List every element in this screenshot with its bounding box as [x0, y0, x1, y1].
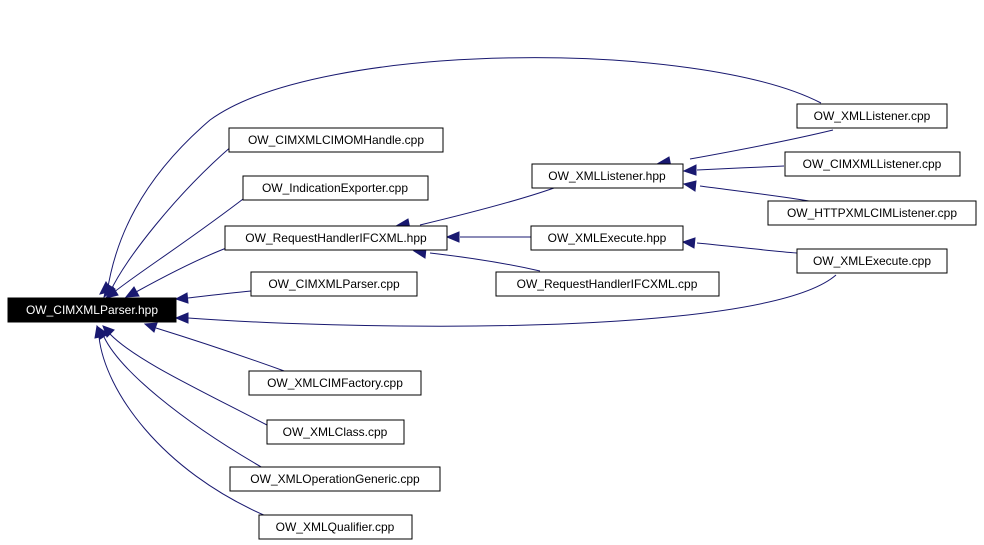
- edge-xmlclass-to-root: [102, 325, 268, 426]
- edge-httpxmlcimlistener-cpp-to-xmllistener-hpp: [682, 180, 810, 202]
- node-xmlqualifier-cpp[interactable]: OW_XMLQualifier.cpp: [258, 514, 413, 540]
- node-httpxmlcimlistener-cpp[interactable]: OW_HTTPXMLCIMListener.cpp: [767, 200, 977, 226]
- edge-xmlcimfactory-to-root: [143, 322, 288, 373]
- node-xmlclass-cpp[interactable]: OW_XMLClass.cpp: [266, 419, 405, 445]
- svg-text:OW_XMLCIMFactory.cpp: OW_XMLCIMFactory.cpp: [267, 376, 403, 390]
- node-xmllistener-cpp[interactable]: OW_XMLListener.cpp: [796, 103, 948, 129]
- node-requesthandlerifcxml-cpp[interactable]: OW_RequestHandlerIFCXML.cpp: [495, 271, 720, 297]
- node-xmlexecute-cpp[interactable]: OW_XMLExecute.cpp: [796, 248, 948, 274]
- svg-text:OW_RequestHandlerIFCXML.cpp: OW_RequestHandlerIFCXML.cpp: [517, 277, 698, 291]
- svg-text:OW_CIMXMLCIMOMHandle.cpp: OW_CIMXMLCIMOMHandle.cpp: [248, 133, 424, 147]
- svg-text:OW_XMLListener.hpp: OW_XMLListener.hpp: [548, 169, 666, 183]
- svg-text:OW_XMLOperationGeneric.cpp: OW_XMLOperationGeneric.cpp: [250, 472, 420, 486]
- edge-xmlqualifier-to-root: [94, 324, 267, 517]
- edge-xmloperationgeneric-to-root: [97, 325, 264, 469]
- svg-text:OW_XMLClass.cpp: OW_XMLClass.cpp: [283, 425, 388, 439]
- edge-xmlexecute-hpp-to-requesthandler-hpp: [445, 231, 531, 243]
- edge-xmlexecute-cpp-to-root: [174, 274, 837, 327]
- node-xmlcimfactory-cpp[interactable]: OW_XMLCIMFactory.cpp: [248, 370, 422, 396]
- svg-text:OW_HTTPXMLCIMListener.cpp: OW_HTTPXMLCIMListener.cpp: [787, 206, 957, 220]
- edge-cimxmlparser-cpp-to-root: [174, 290, 252, 304]
- node-indicationexporter-cpp[interactable]: OW_IndicationExporter.cpp: [242, 175, 429, 201]
- svg-text:OW_CIMXMLListener.cpp: OW_CIMXMLListener.cpp: [803, 157, 942, 171]
- node-cimxmlparser-hpp[interactable]: OW_CIMXMLParser.hpp: [7, 297, 177, 323]
- svg-text:OW_CIMXMLParser.cpp: OW_CIMXMLParser.cpp: [268, 277, 400, 291]
- svg-text:OW_XMLListener.cpp: OW_XMLListener.cpp: [814, 109, 931, 123]
- svg-text:OW_XMLExecute.hpp: OW_XMLExecute.hpp: [548, 231, 667, 245]
- node-cimxmlcimomhandle-cpp[interactable]: OW_CIMXMLCIMOMHandle.cpp: [228, 127, 444, 153]
- node-xmlexecute-hpp[interactable]: OW_XMLExecute.hpp: [530, 225, 684, 251]
- edge-xmllistener-cpp-to-root: [99, 57, 822, 295]
- edge-indicationexporter-to-root: [104, 195, 248, 299]
- edge-cimxmllistener-cpp-to-xmllistener-hpp: [682, 164, 785, 176]
- svg-text:OW_XMLQualifier.cpp: OW_XMLQualifier.cpp: [276, 520, 395, 534]
- svg-text:OW_XMLExecute.cpp: OW_XMLExecute.cpp: [813, 254, 931, 268]
- svg-text:OW_RequestHandlerIFCXML.hpp: OW_RequestHandlerIFCXML.hpp: [245, 231, 427, 245]
- node-requesthandlerifcxml-hpp[interactable]: OW_RequestHandlerIFCXML.hpp: [224, 225, 448, 251]
- svg-text:OW_CIMXMLParser.hpp: OW_CIMXMLParser.hpp: [26, 303, 158, 317]
- node-xmloperationgeneric-cpp[interactable]: OW_XMLOperationGeneric.cpp: [229, 466, 441, 492]
- edge-requesthandler-cpp-to-requesthandler-hpp: [412, 247, 541, 272]
- edge-requesthandler-hpp-to-root: [124, 246, 230, 298]
- node-xmllistener-hpp[interactable]: OW_XMLListener.hpp: [531, 163, 684, 189]
- node-cimxmllistener-cpp[interactable]: OW_CIMXMLListener.cpp: [784, 151, 961, 177]
- svg-text:OW_IndicationExporter.cpp: OW_IndicationExporter.cpp: [262, 181, 408, 195]
- node-cimxmlparser-cpp[interactable]: OW_CIMXMLParser.cpp: [250, 271, 418, 297]
- edge-xmlexecute-cpp-to-xmlexecute-hpp: [681, 237, 798, 254]
